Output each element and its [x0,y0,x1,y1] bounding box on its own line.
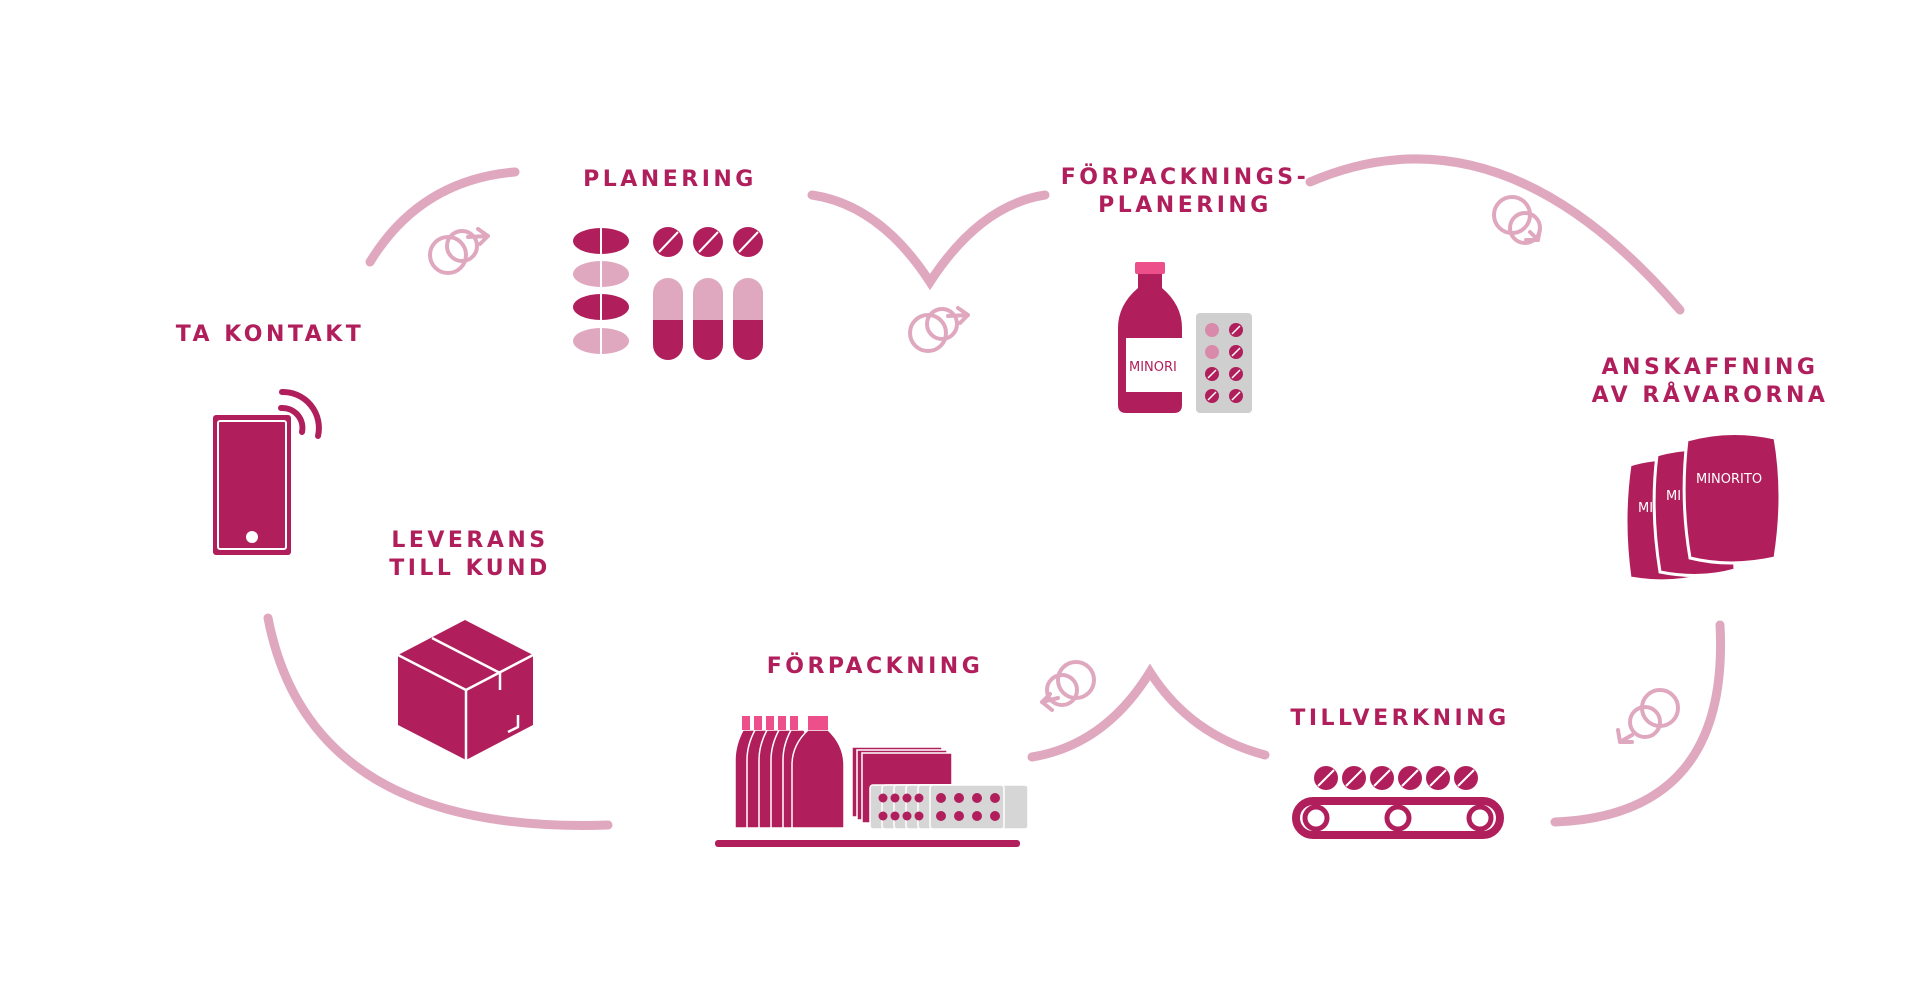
phone-icon [213,388,322,555]
step-label-forpackning: FÖRPACKNING [745,653,1005,681]
step-label-forpackningsplanering: FÖRPACKNINGS- PLANERING [1055,164,1315,220]
step-label-ta-kontakt: TA KONTAKT [150,321,390,349]
sack-label: MI [1666,489,1681,504]
cycle-arrow-icon [908,306,970,353]
step-label-line: ANSKAFFNING [1601,355,1819,380]
pills-capsules-icon [573,227,763,360]
cycle-arrow-icon [1616,688,1680,744]
bottle-blister-icon: MINORI [1118,262,1252,413]
step-label-line: FÖRPACKNINGS- [1060,165,1310,190]
step-label-line: TILLVERKNING [1290,706,1510,731]
step-label-line: LEVERANS [391,528,549,553]
step-label-line: PLANERING [1098,193,1272,218]
bottles-blisters-icon [715,716,1029,847]
step-label-anskaffning: ANSKAFFNING AV RÅVARORNA [1580,354,1840,410]
cycle-arcs [263,154,1726,830]
step-label-planering: PLANERING [560,166,780,194]
sack-label: MINORITO [1696,472,1762,487]
arc-contact-to-planning [365,167,520,267]
bottle-label: MINORI [1129,360,1177,375]
step-label-leverans: LEVERANS TILL KUND [370,527,570,583]
step-label-line: PLANERING [583,167,757,192]
step-label-line: FÖRPACKNING [766,654,984,679]
cycle-arrow-icon [1492,195,1542,245]
box-icon [397,620,534,760]
step-label-line: TILL KUND [389,556,551,581]
step-label-tillverkning: TILLVERKNING [1280,705,1520,733]
arc-planning-to-packaging-planning [807,190,1050,291]
arc-packaging-planning-to-procurement [1305,154,1685,315]
cycle-arrow-icon [428,227,490,275]
step-label-line: AV RÅVARORNA [1591,383,1829,408]
sacks-icon: MI MI MINORITO [1624,432,1782,583]
arc-manufacturing-to-packaging [1027,663,1270,762]
arc-procurement-to-manufacturing [1550,620,1726,827]
cycle-arrow-icon [1040,660,1096,712]
step-label-line: TA KONTAKT [175,322,365,347]
sack-label: MI [1638,501,1653,516]
conveyor-icon [1292,766,1504,839]
arc-delivery-to-contact [263,613,613,830]
